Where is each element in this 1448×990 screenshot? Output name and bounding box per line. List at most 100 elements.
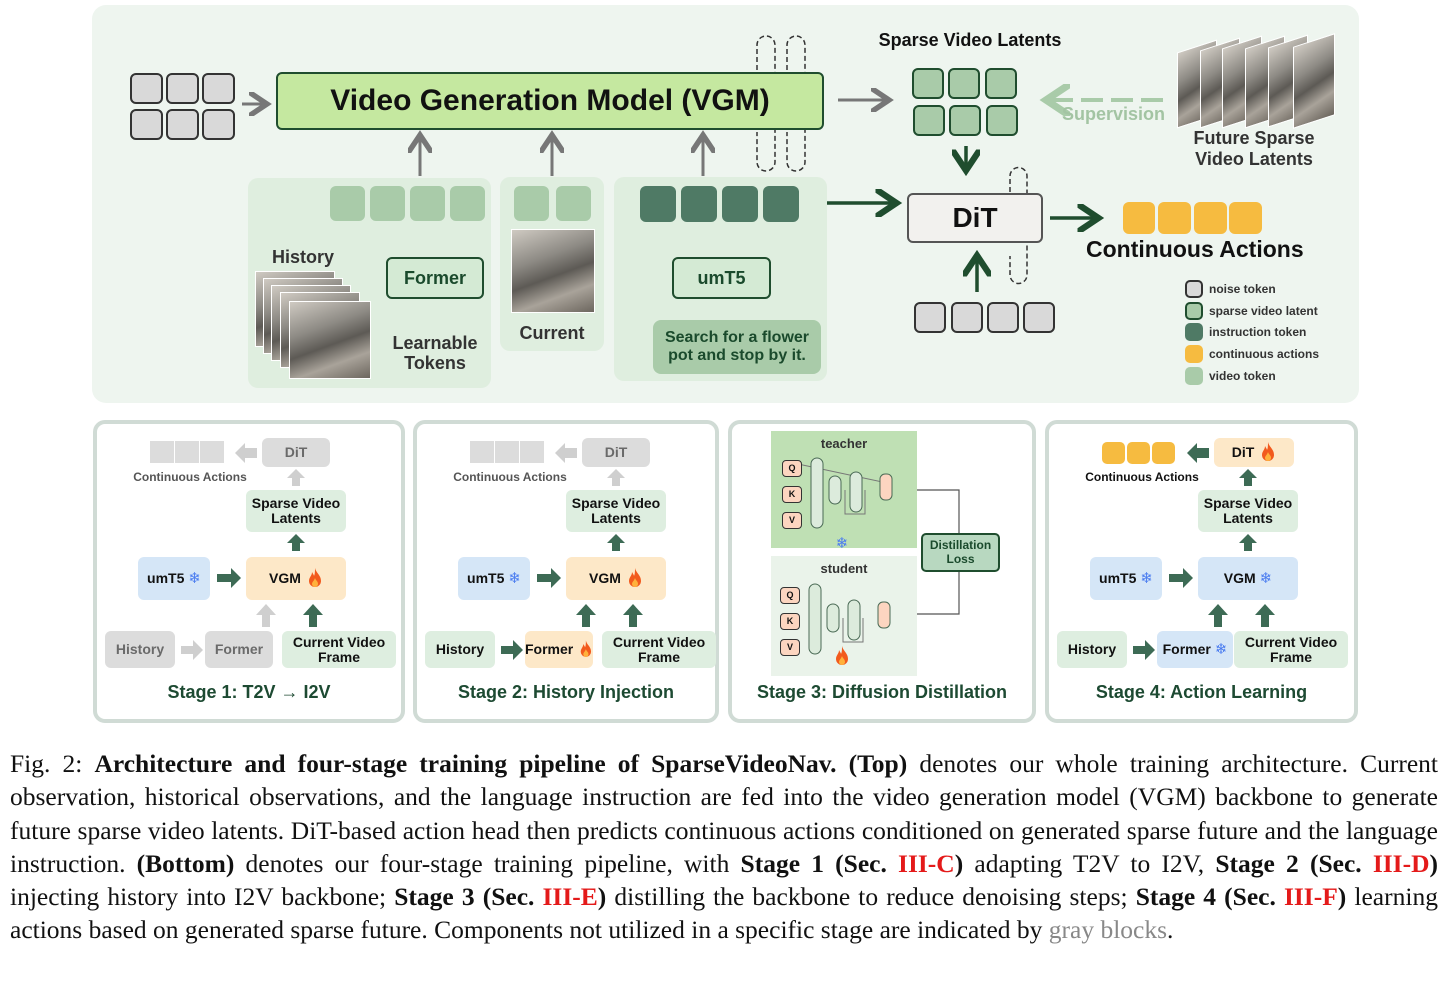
history-label: History bbox=[272, 247, 335, 267]
current-video-frame-block: Current Video Frame bbox=[1234, 631, 1348, 668]
caption-text: ) bbox=[1429, 848, 1439, 878]
caption-text: learning actions based on generated spar… bbox=[10, 882, 1438, 945]
latents-to-dit-arrow bbox=[287, 469, 305, 486]
history-block-label: History bbox=[115, 641, 165, 657]
dit-block: DiT bbox=[1214, 438, 1294, 467]
former-label: Former bbox=[403, 267, 466, 288]
supervision-label: Supervision bbox=[1062, 104, 1166, 124]
instruction-bubble: Search for a flower pot and stop by it. bbox=[653, 320, 821, 374]
sparse-video-latents-block-label: Sparse Video Latents bbox=[571, 495, 661, 526]
former-to-vgm-arrow bbox=[576, 604, 596, 627]
caption-text: Stage 3 (Sec. bbox=[394, 882, 543, 912]
former-to-vgm-arrow bbox=[256, 604, 276, 627]
section-reference-link[interactable]: III-C bbox=[898, 848, 955, 878]
former-to-vgm-arrow bbox=[1208, 604, 1228, 627]
flame-icon bbox=[628, 567, 641, 587]
snowflake-icon: ❄ bbox=[1214, 640, 1228, 658]
sparse-video-latents-block: Sparse Video Latents bbox=[1198, 490, 1298, 532]
caption-text: injecting history into I2V backbone; bbox=[10, 882, 395, 912]
former-block: Former bbox=[386, 257, 484, 299]
caption-text: ) bbox=[954, 848, 964, 878]
current-frame-image bbox=[511, 229, 595, 313]
section-reference-link[interactable]: III-E bbox=[542, 882, 598, 912]
history-to-former-arrow bbox=[501, 640, 523, 660]
loss-label-line: Loss bbox=[946, 552, 975, 566]
flame-icon bbox=[1262, 441, 1275, 461]
actions-label: Continuous Actions bbox=[133, 470, 247, 484]
instruction-text-line: Search for a flower bbox=[664, 329, 810, 346]
former-block: Former❄ bbox=[1157, 631, 1233, 668]
k-box: K bbox=[782, 486, 802, 503]
section-reference-link[interactable]: III-D bbox=[1372, 848, 1430, 878]
learnable-tokens-label: Learnable Tokens bbox=[385, 333, 485, 373]
dit-to-actions-arrow bbox=[555, 443, 577, 463]
snowflake-icon: ❄ bbox=[1259, 569, 1273, 587]
caption-text: denotes our four-stage training pipeline… bbox=[234, 848, 741, 878]
umt5-block: umT5❄ bbox=[1090, 557, 1162, 600]
former-block-label: Former bbox=[1162, 641, 1211, 657]
legend-label: sparse video latent bbox=[1209, 304, 1318, 318]
learnable-tokens-line: Tokens bbox=[404, 353, 466, 373]
sparse-latents-label: Sparse Video Latents bbox=[878, 30, 1062, 50]
teacher-label: teacher bbox=[820, 436, 868, 451]
legend-label: video token bbox=[1209, 369, 1276, 383]
sparse-video-latents-block: Sparse Video Latents bbox=[246, 490, 346, 532]
dit-to-actions-arrow bbox=[1187, 443, 1209, 463]
history-to-former-arrow bbox=[1133, 640, 1155, 660]
caption-text: ) bbox=[1337, 882, 1347, 912]
history-block: History bbox=[1057, 631, 1127, 668]
frame-to-vgm-arrow bbox=[303, 604, 323, 627]
umt5-block-label: umT5 bbox=[1099, 570, 1137, 586]
legend-swatch bbox=[1185, 280, 1203, 298]
current-video-frame-block: Current Video Frame bbox=[602, 631, 716, 668]
dit-to-actions-arrow bbox=[235, 443, 257, 463]
stage-3-panel: teacher student ❄ Q K V bbox=[728, 420, 1036, 723]
current-video-frame-block: Current Video Frame bbox=[282, 631, 396, 668]
caption-text: Fig. 2: bbox=[10, 749, 95, 778]
vgm-label: Video Generation Model (VGM) bbox=[330, 84, 770, 117]
current-video-frame-block-label: Current Video Frame bbox=[612, 633, 706, 665]
future-label-line: Future Sparse bbox=[1193, 128, 1315, 148]
actions-label: Continuous Actions bbox=[453, 470, 567, 484]
caption-text: . bbox=[1167, 915, 1174, 945]
vgm-block-label: VGM bbox=[269, 570, 301, 586]
history-block-label: History bbox=[1067, 641, 1117, 657]
history-block-label: History bbox=[435, 641, 485, 657]
stage-2-panel: Continuous Actions DiT Sparse Video Latent… bbox=[413, 420, 719, 723]
figure-caption: Fig. 2: Architecture and four-stage trai… bbox=[10, 747, 1438, 947]
latents-to-dit-arrow bbox=[607, 469, 625, 486]
umt5-block-label: umT5 bbox=[147, 570, 185, 586]
history-block: History bbox=[425, 631, 495, 668]
stage-arrows bbox=[181, 443, 323, 660]
former-block: Former bbox=[205, 631, 273, 668]
current-label: Current bbox=[519, 323, 585, 343]
umt5-to-vgm-arrow bbox=[1169, 568, 1193, 588]
dit-label: DiT bbox=[952, 202, 998, 233]
vgm-to-latents-arrow bbox=[1239, 534, 1257, 551]
stage-arrows bbox=[501, 443, 643, 660]
dit-block-label: DiT bbox=[604, 444, 628, 460]
dit-block: DiT bbox=[582, 438, 650, 467]
current-video-frame-block-label: Current Video Frame bbox=[292, 633, 386, 665]
learnable-tokens-line: Learnable bbox=[392, 333, 478, 353]
snowflake-icon: ❄ bbox=[1140, 569, 1153, 587]
legend-item: sparse video latent bbox=[1185, 302, 1318, 320]
legend-swatch bbox=[1185, 302, 1203, 320]
section-reference-link[interactable]: III-F bbox=[1283, 882, 1338, 912]
stage-title: Stage 1: T2V → I2V bbox=[167, 682, 331, 702]
caption-text: adapting T2V to I2V, bbox=[963, 848, 1216, 878]
snowflake-icon: ❄ bbox=[836, 534, 849, 552]
history-to-former-arrow bbox=[181, 640, 203, 660]
legend-label: instruction token bbox=[1209, 325, 1307, 339]
caption-text: Stage 2 (Sec. bbox=[1215, 848, 1373, 878]
vgm-to-latents-arrow bbox=[287, 534, 305, 551]
history-block: History bbox=[105, 631, 175, 668]
vgm-to-latents-arrow bbox=[607, 534, 625, 551]
dit-block-label: DiT bbox=[1231, 444, 1255, 460]
legend-item: instruction token bbox=[1185, 323, 1306, 341]
future-label-line: Video Latents bbox=[1195, 149, 1313, 169]
caption-text: denotes our whole training architecture.… bbox=[10, 749, 1438, 878]
caption-text: ) bbox=[597, 882, 607, 912]
